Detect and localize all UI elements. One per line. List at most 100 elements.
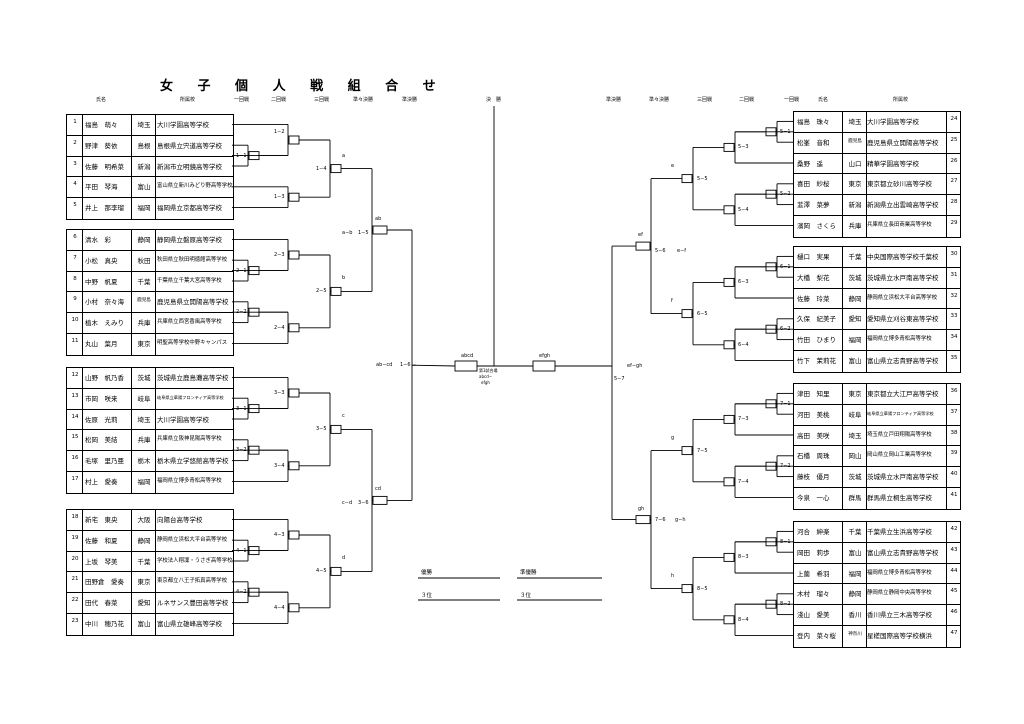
table-divider bbox=[131, 115, 132, 219]
player-num: 37 bbox=[950, 408, 958, 415]
player-name: 福島 珠々 bbox=[797, 118, 830, 126]
player-num: 2 bbox=[73, 139, 77, 146]
player-school: 千葉県立千葉大宮高等学校 bbox=[157, 277, 222, 284]
player-pref: 福岡 bbox=[137, 478, 151, 486]
player-school: 富山県立志貴野高等学校 bbox=[867, 548, 939, 557]
match-label: b bbox=[342, 275, 346, 282]
player-school: 静岡県立静岡中央高等学校 bbox=[867, 590, 932, 597]
player-school: 東京都立八王子拓真高等学校 bbox=[157, 578, 228, 585]
player-pref: 茨城 bbox=[137, 374, 151, 382]
match-label: h bbox=[671, 572, 675, 579]
player-num: 19 bbox=[71, 534, 79, 541]
player-name: 佐原 光莉 bbox=[85, 415, 118, 424]
player-school: 新潟県立出雲崎高等学校 bbox=[867, 201, 939, 210]
score-box bbox=[330, 566, 342, 576]
player-school: 福岡県立京都高等学校 bbox=[157, 204, 222, 213]
player-name: 淺山 愛美 bbox=[797, 611, 830, 620]
match-label: 3−2 bbox=[236, 447, 247, 454]
player-num: 21 bbox=[71, 576, 79, 583]
match-label: a bbox=[342, 152, 346, 159]
player-school: 岐阜県立華陽フロンティア高等学校 bbox=[867, 410, 934, 416]
player-name: 清水 彩 bbox=[85, 236, 111, 244]
player-name: 中野 帆夏 bbox=[85, 277, 118, 286]
player-school: 福岡県立博多青松高等学校 bbox=[867, 569, 932, 576]
player-num: 27 bbox=[950, 178, 958, 185]
player-name: 植木 えみり bbox=[85, 319, 124, 328]
player-school: 岡山県立岡山工業高等学校 bbox=[867, 452, 932, 459]
match-label: 8−4 bbox=[738, 616, 749, 623]
player-school: 精華学園高等学校 bbox=[867, 159, 919, 168]
match-label: 6−3 bbox=[738, 279, 749, 286]
player-pref: 大阪 bbox=[137, 516, 151, 524]
player-pref: 静岡 bbox=[137, 536, 151, 545]
match-label: 4−3 bbox=[274, 532, 285, 538]
player-name: 岡田 莉歩 bbox=[797, 548, 830, 557]
table-divider bbox=[866, 522, 867, 647]
match-label: 2−2 bbox=[236, 309, 247, 316]
player-num: 43 bbox=[950, 546, 958, 553]
player-num: 25 bbox=[950, 136, 958, 143]
match-label: g−h bbox=[675, 516, 686, 523]
player-school: 千葉県立生浜高等学校 bbox=[867, 528, 932, 536]
player-pref: 静岡 bbox=[137, 236, 151, 244]
match-label: 4−4 bbox=[274, 604, 285, 611]
match-label: 7−3 bbox=[738, 416, 749, 423]
match-label: efgh bbox=[539, 353, 551, 359]
score-box bbox=[330, 424, 342, 434]
table-divider bbox=[946, 522, 947, 647]
bracket-line bbox=[411, 364, 456, 367]
match-label: cd bbox=[375, 486, 381, 493]
player-num: 44 bbox=[950, 567, 958, 574]
player-pref: 岐阜 bbox=[137, 394, 151, 403]
player-name: 大橋 梨花 bbox=[797, 273, 830, 282]
table-divider bbox=[82, 510, 83, 635]
player-name: 竹田 ひまり bbox=[797, 336, 836, 345]
match-label: e−f bbox=[677, 248, 687, 255]
third-place-a-label: ３位 bbox=[421, 593, 433, 599]
table-divider bbox=[946, 384, 947, 509]
player-school: 富山県立志貴野高等学校 bbox=[867, 357, 939, 365]
score-box bbox=[288, 461, 300, 471]
player-name: 村上 愛奏 bbox=[85, 478, 118, 486]
header-name-right: 氏名 bbox=[818, 97, 829, 103]
player-num: 13 bbox=[71, 392, 79, 399]
table-divider bbox=[131, 510, 132, 635]
player-pref: 東京 bbox=[137, 578, 151, 587]
score-box bbox=[681, 584, 693, 594]
match-label: e bbox=[671, 162, 675, 169]
player-school: 兵庫県立西宮香風高等学校 bbox=[157, 319, 222, 326]
match-label: 7−4 bbox=[738, 478, 749, 485]
player-school: 富山県立雄峰高等学校 bbox=[157, 620, 222, 628]
match-label: 2−3 bbox=[274, 252, 285, 258]
header-school-left: 所属校 bbox=[180, 97, 196, 103]
player-pref: 愛知 bbox=[848, 315, 862, 324]
player-pref: 鹿児島 bbox=[137, 298, 151, 304]
match-label: 8−3 bbox=[738, 554, 749, 561]
player-school: 静岡県立浜松大平台高等学校 bbox=[867, 294, 938, 301]
score-box bbox=[681, 309, 693, 319]
player-num: 17 bbox=[71, 476, 79, 482]
table-divider bbox=[155, 510, 156, 635]
match-label: c−d bbox=[342, 500, 353, 507]
table-divider bbox=[82, 230, 83, 355]
player-name: 木村 瑠々 bbox=[797, 590, 830, 599]
player-name: 毛塚 里乃亜 bbox=[85, 457, 124, 466]
header-r2-left: 二回戦 bbox=[271, 97, 287, 103]
player-name: 丸山 葉月 bbox=[85, 340, 118, 348]
